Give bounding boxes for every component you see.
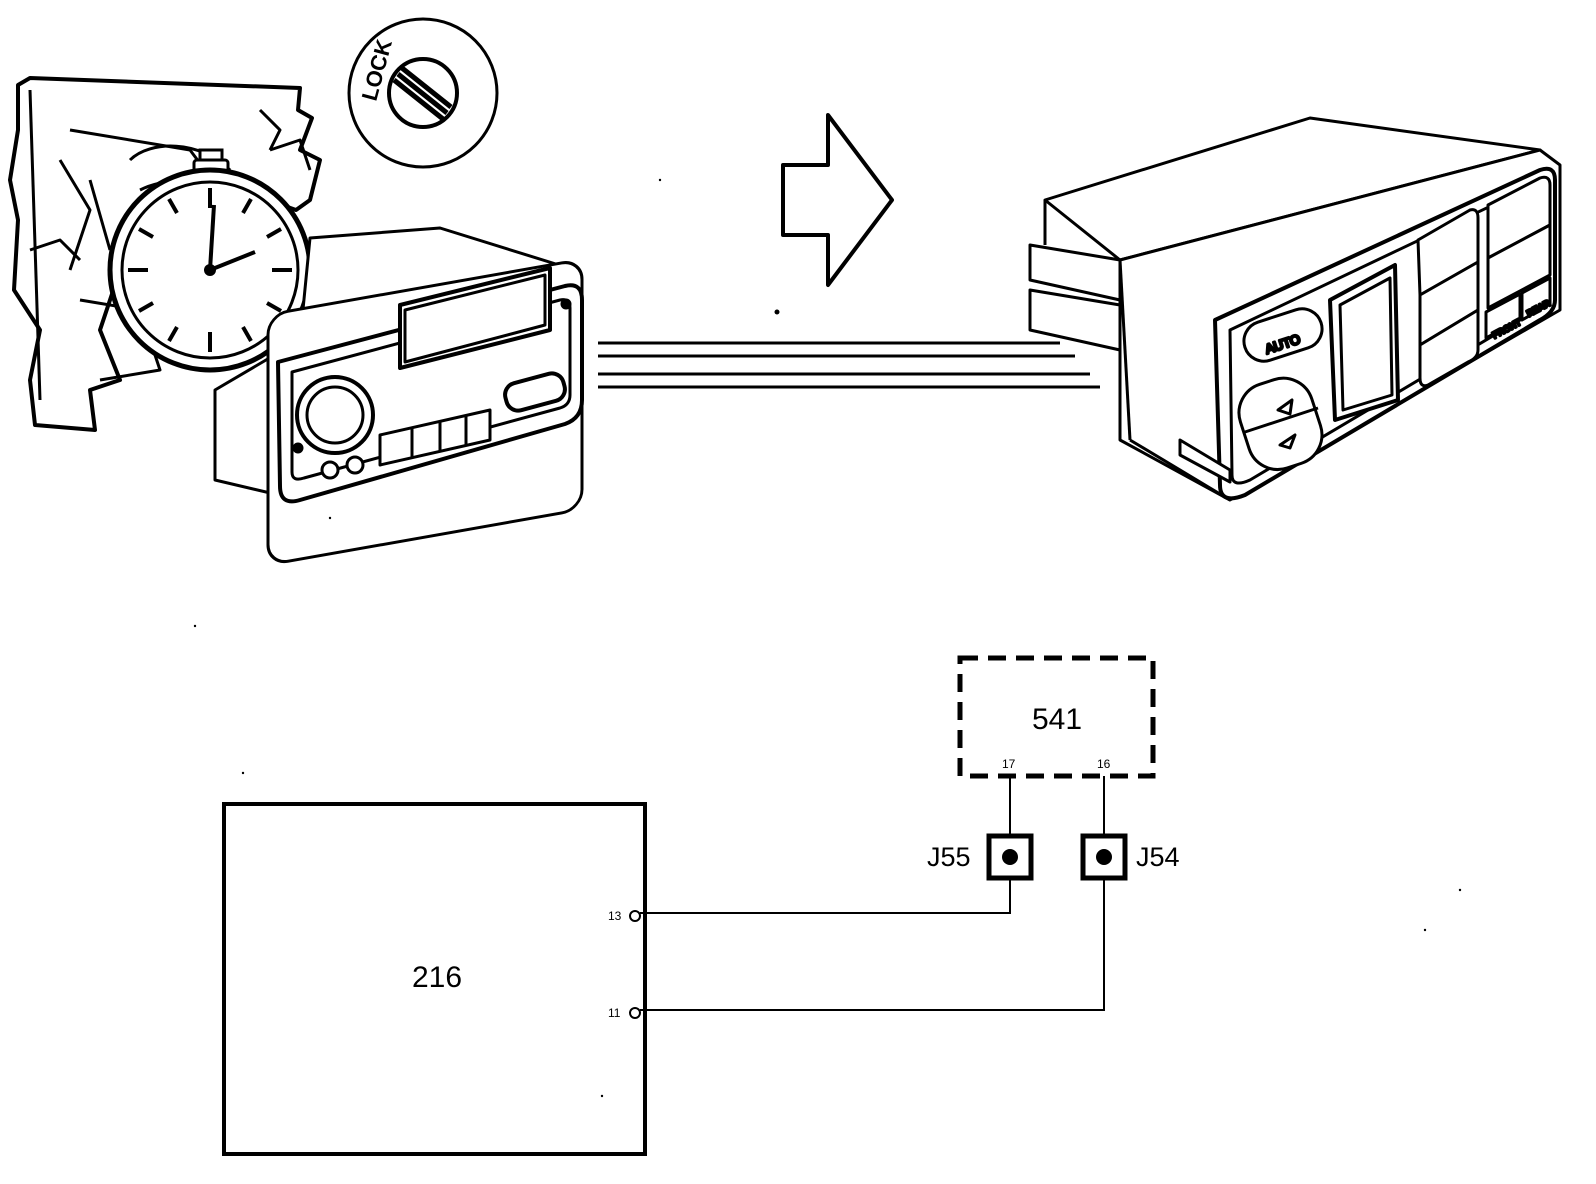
ignition-lock-icon: LOCK bbox=[347, 17, 499, 169]
climate-control-panel: AUTO FRONT REAR bbox=[1028, 116, 1562, 502]
pin-13-label: 13 bbox=[608, 909, 622, 923]
wiring bbox=[640, 776, 1105, 1011]
pin-16-label: 16 bbox=[1097, 757, 1111, 771]
component-541-label: 541 bbox=[1032, 703, 1082, 736]
right-arrow-icon bbox=[781, 113, 894, 287]
connector-j55-label: J55 bbox=[927, 842, 971, 872]
component-216: 216 13 11 bbox=[222, 802, 647, 1156]
component-541: 541 17 16 bbox=[957, 655, 1156, 779]
connector-j54-label: J54 bbox=[1136, 842, 1180, 872]
stray-dot bbox=[774, 309, 780, 315]
stopwatch-icon bbox=[107, 148, 313, 373]
dashboard-clock-unit bbox=[213, 226, 584, 564]
scan-specks bbox=[193, 178, 1462, 1098]
connector-j55: J55 bbox=[927, 833, 1034, 881]
pin-11-label: 11 bbox=[608, 1006, 621, 1020]
pin-17-label: 17 bbox=[1002, 757, 1016, 771]
signal-lines bbox=[598, 341, 1100, 389]
component-216-label: 216 bbox=[412, 961, 462, 994]
connector-j54: J54 bbox=[1080, 833, 1180, 881]
